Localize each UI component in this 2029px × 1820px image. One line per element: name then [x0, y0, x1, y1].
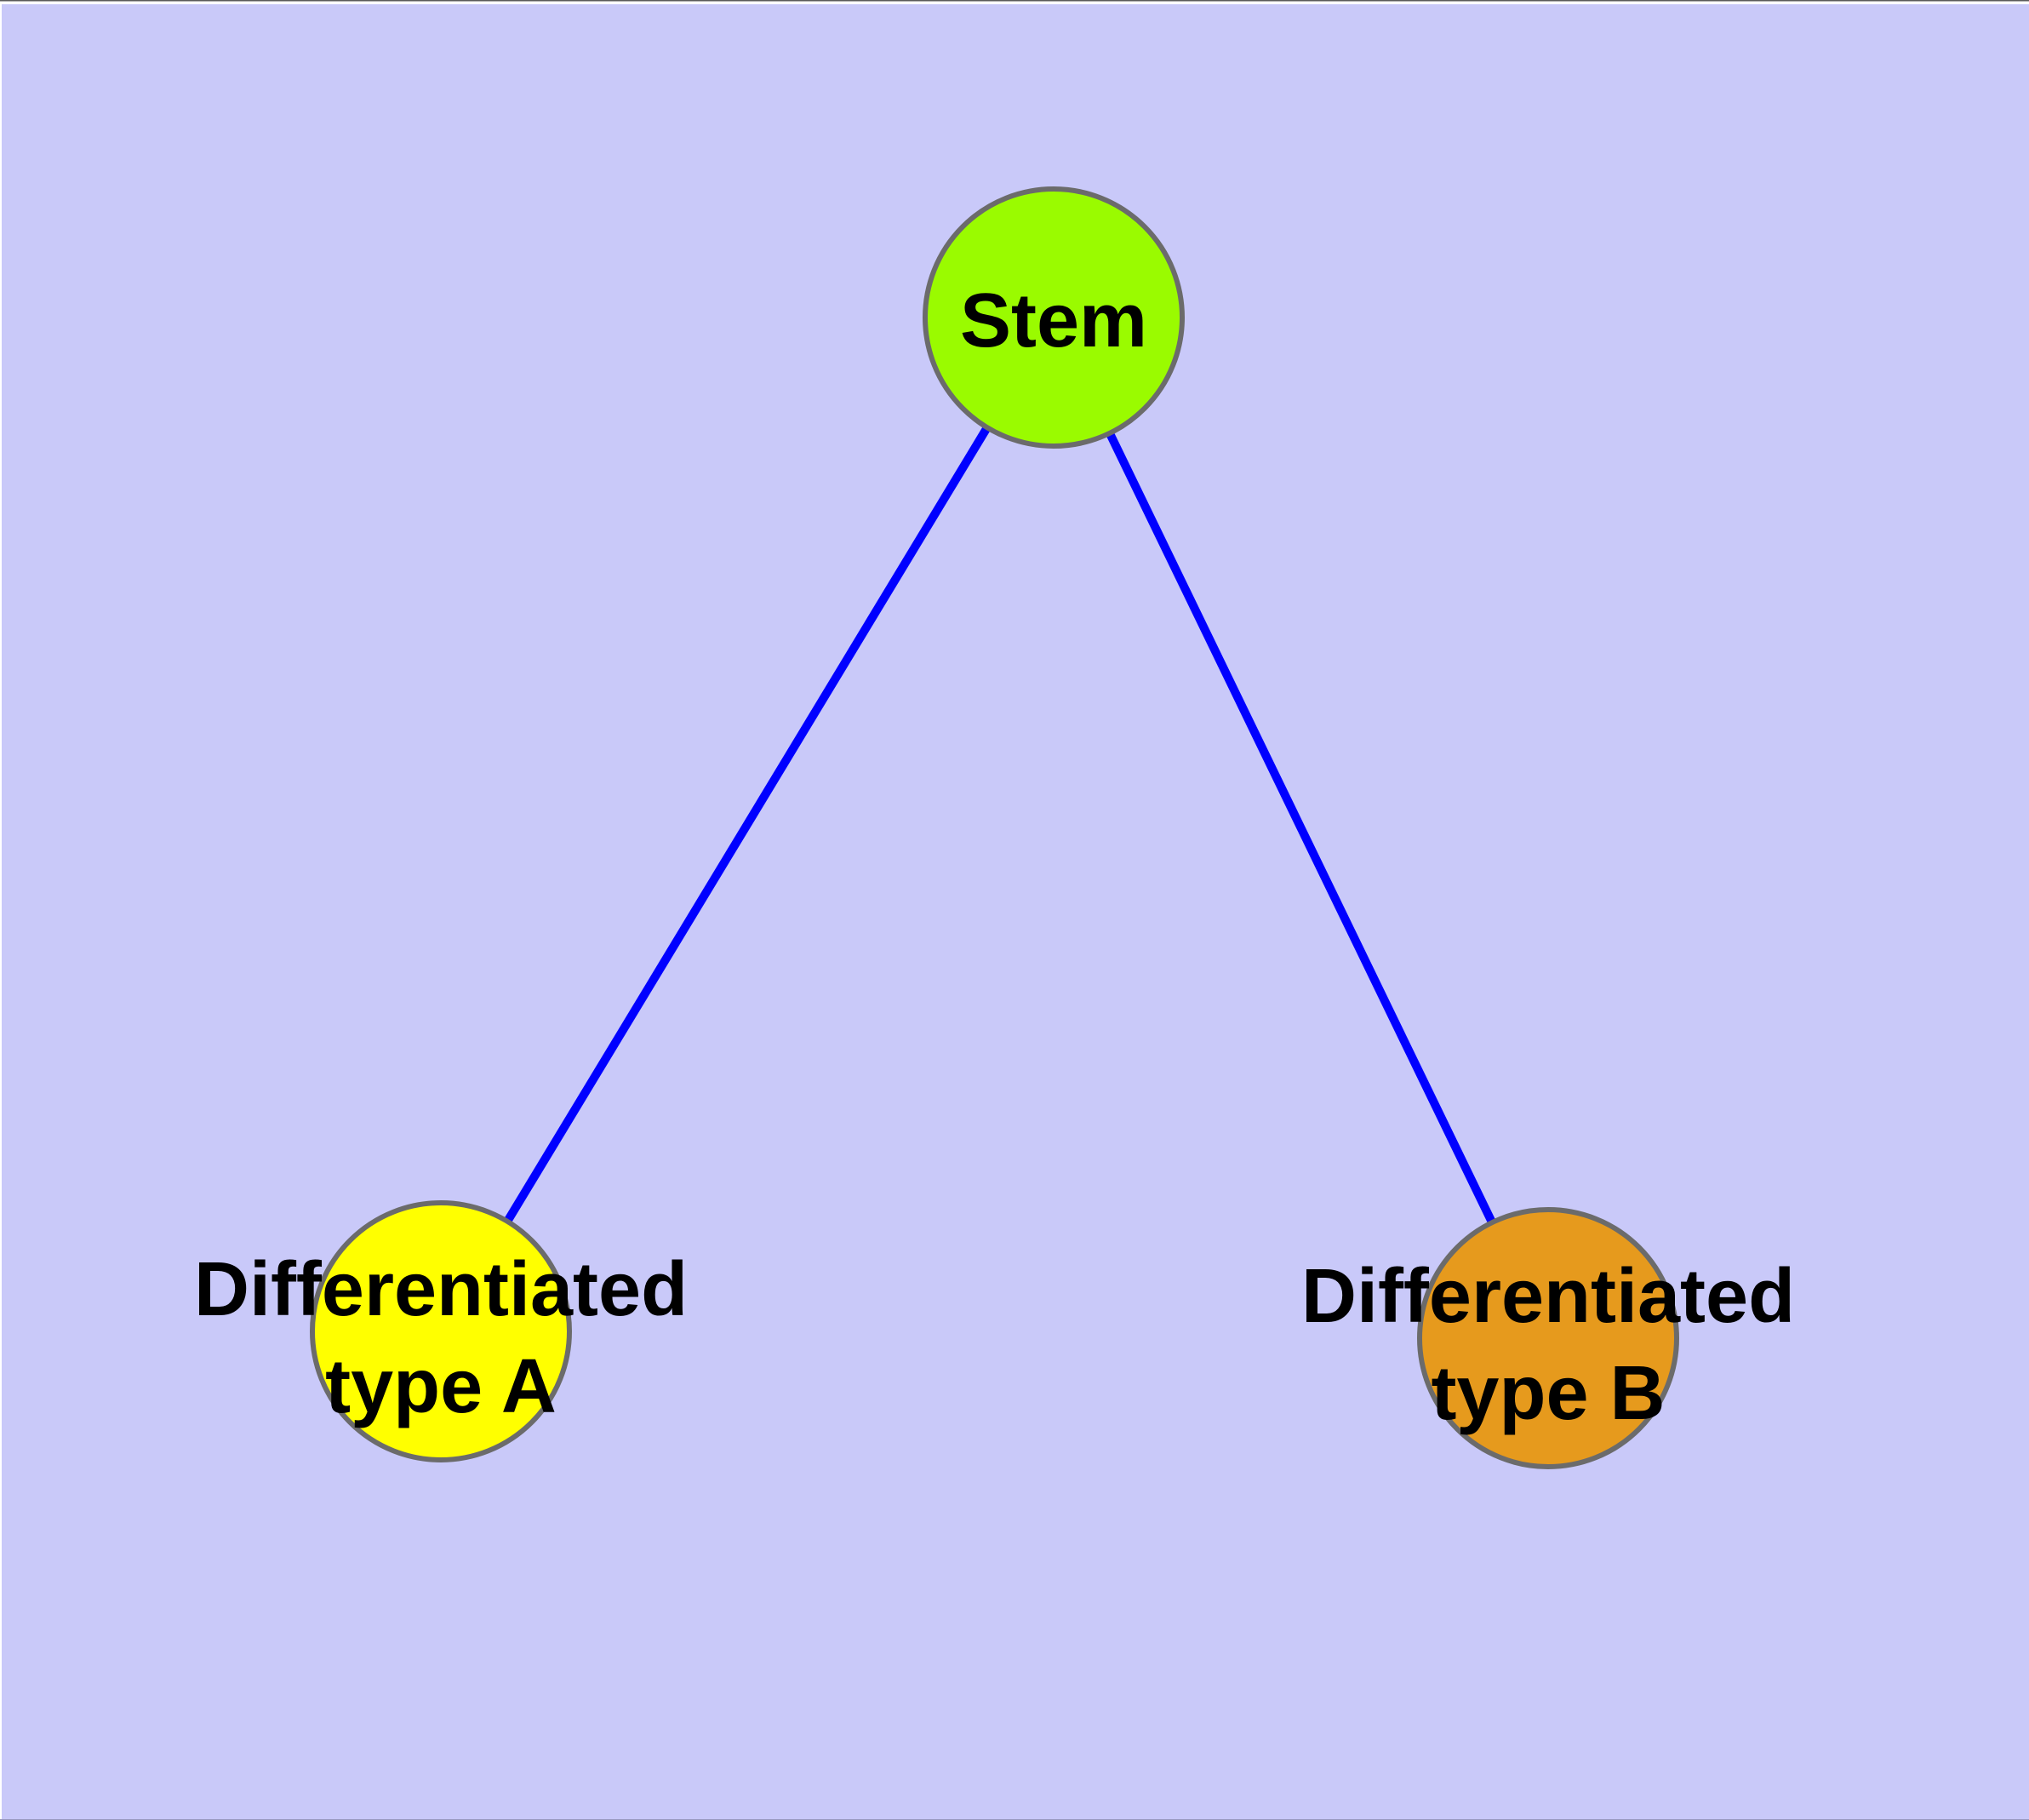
- node-stem: [923, 186, 1185, 449]
- node-differentiated-type-a: [310, 1200, 572, 1462]
- top-edge-rule: [0, 0, 2029, 2]
- node-differentiated-type-b: [1417, 1207, 1679, 1469]
- edge-stem-to-type-b: [1049, 315, 1552, 1341]
- edge-stem-to-type-a: [437, 315, 1058, 1334]
